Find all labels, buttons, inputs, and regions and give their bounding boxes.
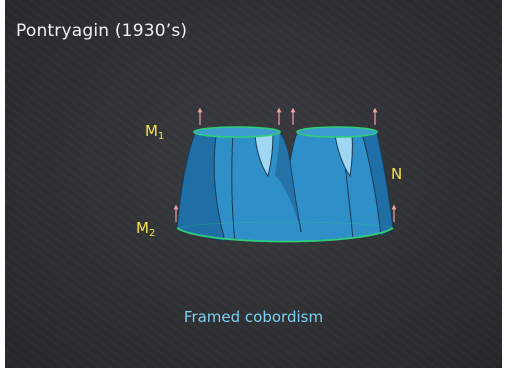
label-m1: M1 [145, 122, 165, 142]
boundary-m1-left [193, 126, 281, 138]
saddle-shadow [275, 133, 301, 232]
slide-caption: Framed cobordism [183, 308, 324, 326]
cobordism-figure [173, 107, 397, 244]
slide: Pontryagin (1930’s) [5, 0, 502, 368]
slide-title: Pontryagin (1930’s) [16, 21, 188, 41]
boundary-m1-right [296, 126, 378, 138]
seam-line [231, 129, 236, 244]
boundary-m2 [176, 227, 394, 243]
label-n: N [391, 165, 403, 183]
label-m2: M2 [136, 219, 156, 239]
saddle-fold [289, 161, 302, 233]
boundary-m2-back [176, 221, 394, 229]
